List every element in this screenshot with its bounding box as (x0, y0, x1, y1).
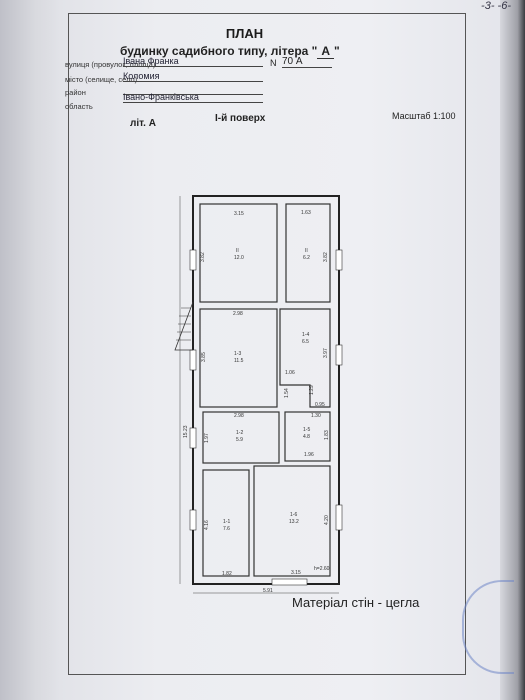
room-1-5 (284, 411, 331, 462)
doc-title: ПЛАН (225, 26, 264, 41)
room-ii-small (285, 203, 331, 303)
room-area: 4.8 (303, 434, 310, 440)
dim-label: 1.83 (324, 430, 330, 440)
dim-label: 3.82 (323, 252, 329, 262)
room-area: 6.5 (302, 339, 309, 345)
city-value: Коломия (123, 71, 263, 82)
room-area: 11.5 (234, 358, 244, 364)
scale-label: Масштаб 1:100 (392, 111, 456, 121)
dim-label: 1.97 (204, 433, 210, 443)
external-stairs (174, 301, 194, 351)
window (335, 249, 343, 271)
room-area: 7.6 (223, 526, 230, 532)
dim-label: 3.82 (200, 252, 206, 262)
dim-label: 5.91 (263, 588, 273, 594)
doc-subtitle: будинку садибного типу, літера "А" (120, 44, 340, 59)
room-area: 12.0 (234, 255, 244, 261)
wall-material: Матеріал стін - цегла (292, 595, 420, 610)
number-value: 70 А (282, 56, 332, 68)
dim-label: 1.06 (285, 370, 295, 376)
room-id: 1-1 (223, 519, 230, 525)
room-1-3 (199, 308, 278, 408)
room-id: 1-3 (234, 351, 241, 357)
window (189, 249, 197, 271)
dim-label: 1.96 (304, 452, 314, 458)
room-id: 1-5 (303, 427, 310, 433)
subtitle-letter: А (317, 44, 335, 59)
room-1-1 (202, 469, 250, 577)
dim-label: 1.54 (284, 388, 290, 398)
street-value: Івана Франка (123, 56, 263, 67)
dim-label: 1.63 (301, 210, 311, 216)
room-1-4 (279, 308, 331, 408)
dim-label: 3.97 (323, 348, 329, 358)
dim-label: 1.29 (309, 385, 315, 395)
dim-label: 4.20 (324, 515, 330, 525)
outer-wall (192, 195, 340, 585)
window (335, 344, 343, 366)
dim-label: 3.85 (201, 352, 207, 362)
dim-label: 0.95 (315, 402, 325, 408)
lit-label: літ. А (130, 118, 156, 129)
subtitle-suffix: " (334, 44, 340, 58)
window (189, 349, 197, 371)
window (335, 504, 343, 531)
room-id: II (305, 248, 308, 254)
region-value: Івано-Франківська (123, 92, 263, 103)
dim-label: 3.15 (234, 211, 244, 217)
dim-label: 4.16 (204, 520, 210, 530)
room-1-6 (253, 465, 331, 577)
dim-label: 1.82 (222, 571, 232, 577)
dim-label: 2.98 (234, 413, 244, 419)
page-shadow (0, 0, 60, 700)
dim-label: 3.15 (291, 570, 301, 576)
room-area: 5.9 (236, 437, 243, 443)
room-id: 1-2 (236, 430, 243, 436)
room-area: 6.2 (303, 255, 310, 261)
region-label: область (65, 102, 93, 111)
window (189, 509, 197, 531)
room-id: 1-6 (290, 512, 297, 518)
sheet-frame (68, 13, 466, 675)
dim-label: 2.98 (233, 311, 243, 317)
room-1-2 (202, 411, 280, 464)
dim-label: 15.23 (183, 425, 189, 438)
room-ii-large (199, 203, 278, 303)
number-label: N (270, 58, 277, 68)
floor-label: І-й поверх (215, 113, 266, 124)
district-value (123, 84, 263, 95)
page-number: -3- -6- (481, 0, 511, 12)
room-id: II (236, 248, 239, 254)
room-area: 13.2 (289, 519, 299, 525)
dim-label: 1.30 (311, 413, 321, 419)
subtitle-prefix: будинку садибного типу, літера " (120, 44, 318, 58)
room-id: 1-4 (302, 332, 309, 338)
city-label: місто (селище, село) (65, 75, 138, 84)
entrance (271, 578, 308, 586)
street-label: вулиця (провулок, площа) (65, 60, 156, 69)
window (189, 427, 197, 449)
district-label: район (65, 88, 86, 97)
dim-label: h=2.60 (314, 566, 330, 572)
